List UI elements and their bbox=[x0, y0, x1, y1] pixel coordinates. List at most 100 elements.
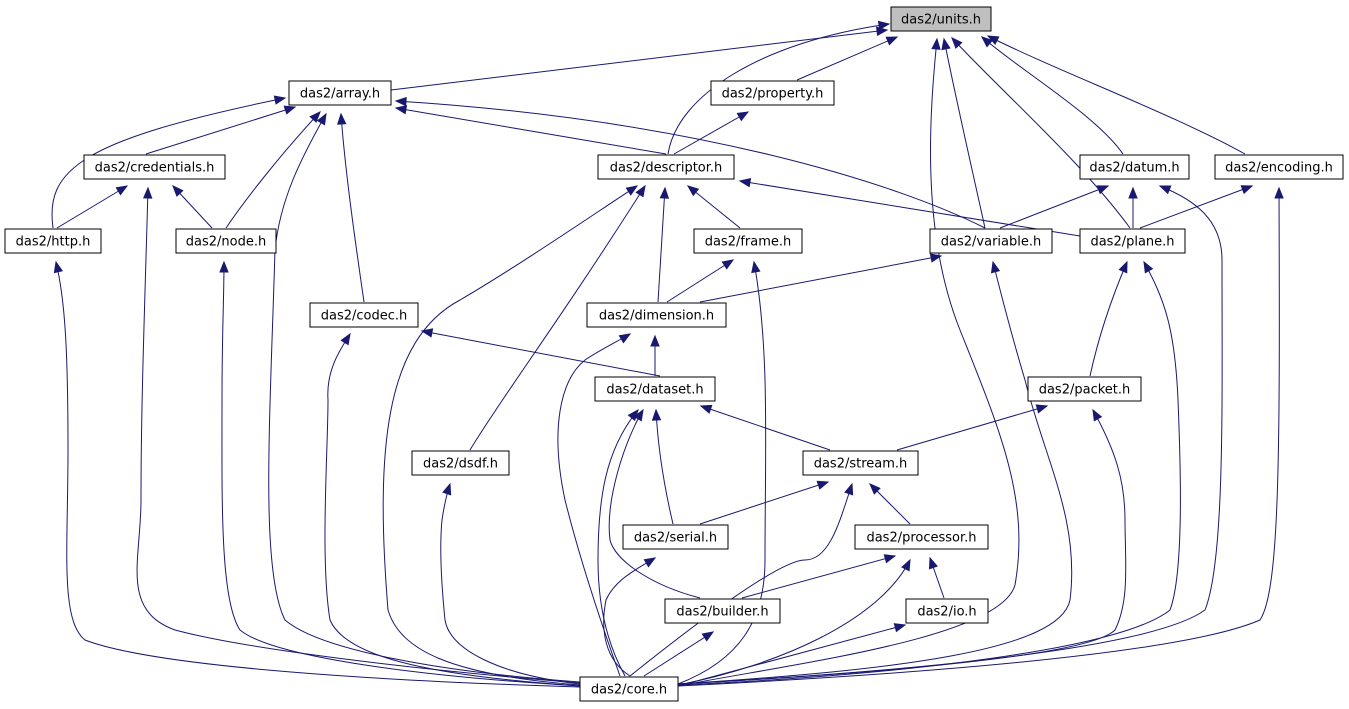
node-descriptor[interactable]: das2/descriptor.h bbox=[597, 154, 735, 180]
edge-dsdf-to-descriptor bbox=[469, 184, 646, 451]
edge-line bbox=[739, 180, 1081, 237]
edge-arrowhead-icon bbox=[738, 177, 752, 188]
edge-serial-to-stream bbox=[699, 480, 830, 525]
edge-core-to-packet bbox=[677, 408, 1127, 685]
edge-core-to-descriptor bbox=[382, 185, 639, 686]
node-http[interactable]: das2/http.h bbox=[4, 228, 102, 254]
node-box[interactable] bbox=[579, 676, 679, 702]
node-box[interactable] bbox=[4, 228, 102, 254]
edge-core-to-serial bbox=[603, 557, 657, 677]
node-dataset[interactable]: das2/dataset.h bbox=[594, 376, 716, 402]
edge-line bbox=[55, 261, 581, 688]
edge-line bbox=[1139, 185, 1253, 229]
edge-arrowhead-icon bbox=[627, 408, 639, 422]
node-box[interactable] bbox=[905, 598, 989, 624]
node-label: das2/property.h bbox=[722, 87, 824, 102]
edge-line bbox=[145, 106, 296, 155]
node-label: das2/frame.h bbox=[705, 235, 792, 250]
node-label: das2/encoding.h bbox=[1225, 161, 1333, 176]
edge-arrowhead-icon bbox=[1143, 260, 1154, 274]
node-io[interactable]: das2/io.h bbox=[905, 598, 989, 624]
node-core[interactable]: das2/core.h bbox=[579, 676, 679, 702]
edge-line bbox=[999, 185, 1109, 229]
edge-plane-to-encoding bbox=[1139, 185, 1254, 229]
node-builder[interactable]: das2/builder.h bbox=[664, 598, 781, 624]
edge-line bbox=[699, 481, 829, 525]
node-label: das2/dimension.h bbox=[599, 309, 714, 324]
edge-packet-to-plane bbox=[1089, 260, 1128, 377]
node-array[interactable]: das2/array.h bbox=[288, 80, 392, 106]
node-box[interactable] bbox=[693, 228, 803, 254]
node-packet[interactable]: das2/packet.h bbox=[1027, 376, 1142, 402]
node-label: das2/credentials.h bbox=[95, 161, 215, 176]
node-stream[interactable]: das2/stream.h bbox=[802, 450, 919, 476]
node-box[interactable] bbox=[1079, 154, 1190, 180]
node-dimension[interactable]: das2/dimension.h bbox=[586, 302, 727, 328]
edge-core-to-variable bbox=[677, 260, 1073, 685]
node-encoding[interactable]: das2/encoding.h bbox=[1214, 154, 1344, 180]
edge-core-to-frame bbox=[677, 260, 767, 685]
edge-line bbox=[643, 631, 714, 677]
edge-line bbox=[629, 483, 853, 677]
edge-arrowhead-icon bbox=[816, 480, 830, 490]
edge-line bbox=[796, 36, 898, 81]
edge-line bbox=[395, 100, 986, 229]
edge-plane-to-descriptor bbox=[738, 177, 1081, 237]
edge-core-to-credentials bbox=[136, 186, 581, 684]
node-box[interactable] bbox=[1027, 376, 1142, 402]
edge-core-to-units bbox=[667, 37, 1020, 689]
edge-line bbox=[655, 409, 674, 525]
node-box[interactable] bbox=[175, 228, 277, 254]
node-variable[interactable]: das2/variable.h bbox=[929, 228, 1053, 254]
node-label: das2/datum.h bbox=[1089, 161, 1179, 176]
edge-line bbox=[741, 555, 896, 599]
edge-arrowhead-icon bbox=[115, 185, 129, 196]
edge-line bbox=[557, 333, 631, 677]
edge-builder-to-processor bbox=[741, 554, 897, 599]
node-codec[interactable]: das2/codec.h bbox=[309, 302, 419, 328]
node-box[interactable] bbox=[309, 302, 419, 328]
node-units[interactable]: das2/units.h bbox=[890, 6, 992, 32]
edge-arrowhead-icon bbox=[53, 260, 64, 274]
node-box[interactable] bbox=[586, 302, 727, 328]
node-box[interactable] bbox=[710, 80, 835, 106]
node-plane[interactable]: das2/plane.h bbox=[1079, 228, 1186, 254]
edge-core-to-encoding bbox=[677, 186, 1284, 687]
edge-arrowhead-icon bbox=[869, 483, 881, 495]
edge-dimension-to-variable bbox=[699, 253, 943, 303]
node-label: das2/units.h bbox=[901, 13, 981, 28]
node-box[interactable] bbox=[622, 524, 729, 550]
edge-line bbox=[987, 35, 1246, 155]
edge-line bbox=[981, 36, 1124, 155]
node-box[interactable] bbox=[597, 154, 735, 180]
edge-plane-to-units bbox=[951, 37, 1131, 229]
node-box[interactable] bbox=[288, 80, 392, 106]
node-frame[interactable]: das2/frame.h bbox=[693, 228, 803, 254]
node-box[interactable] bbox=[664, 598, 781, 624]
node-box[interactable] bbox=[929, 228, 1053, 254]
node-box[interactable] bbox=[802, 450, 919, 476]
node-processor[interactable]: das2/processor.h bbox=[854, 524, 989, 550]
edge-arrowhead-icon bbox=[721, 259, 735, 270]
node-node[interactable]: das2/node.h bbox=[175, 228, 277, 254]
node-datum[interactable]: das2/datum.h bbox=[1079, 154, 1190, 180]
node-box[interactable] bbox=[1079, 228, 1186, 254]
edge-arrowhead-icon bbox=[885, 36, 899, 46]
node-box[interactable] bbox=[854, 524, 989, 550]
node-box[interactable] bbox=[890, 6, 992, 32]
node-box[interactable] bbox=[1214, 154, 1344, 180]
node-property[interactable]: das2/property.h bbox=[710, 80, 835, 106]
node-box[interactable] bbox=[411, 450, 510, 476]
edge-arrowhead-icon bbox=[625, 185, 639, 196]
edge-arrowhead-icon bbox=[643, 557, 657, 568]
node-credentials[interactable]: das2/credentials.h bbox=[83, 154, 226, 180]
node-box[interactable] bbox=[83, 154, 226, 180]
edge-line bbox=[657, 187, 666, 303]
node-dsdf[interactable]: das2/dsdf.h bbox=[411, 450, 510, 476]
edge-arrowhead-icon bbox=[751, 260, 761, 274]
edge-descriptor-to-array bbox=[394, 105, 667, 155]
node-box[interactable] bbox=[594, 376, 716, 402]
edge-line bbox=[667, 38, 1020, 689]
node-serial[interactable]: das2/serial.h bbox=[622, 524, 729, 550]
edge-core-to-node bbox=[219, 260, 581, 687]
